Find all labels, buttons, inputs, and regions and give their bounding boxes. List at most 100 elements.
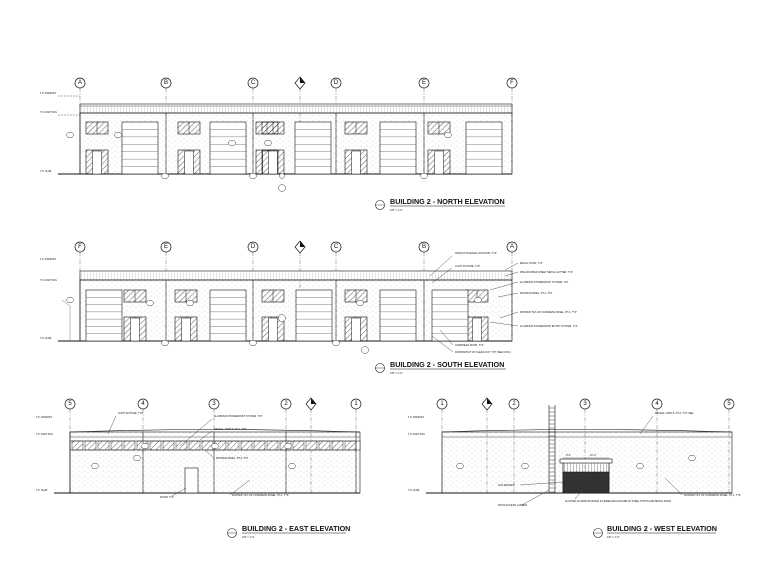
west-title-block: BUILDING 2 - WEST ELEVATION 1/8" = 1'-0"	[593, 524, 717, 539]
dim-2: 10'-0"	[590, 454, 596, 457]
level-parapet: T.O. PARAPET	[40, 92, 57, 95]
east-door	[184, 467, 199, 494]
grid-label: F	[510, 80, 514, 86]
material-tag	[473, 297, 483, 303]
note-light: LIGHT FIXTURE, TYP	[455, 265, 480, 268]
clerestory-window	[175, 440, 188, 451]
level-parapet: T.O. PARAPET	[40, 258, 57, 261]
clerestory-window	[71, 440, 84, 451]
material-tag	[331, 340, 341, 346]
level-parapet: T.O. PARAPET	[36, 416, 53, 419]
note-gutter: PRE-FINISHED SHEET METAL GUTTER, TYP	[520, 271, 573, 274]
material-tag	[145, 300, 155, 306]
note-coor: METAL COOR, TYP	[520, 262, 543, 265]
grid-bubble	[651, 398, 663, 410]
note-panel: PAINTED PANEL, PT-1, TYP	[520, 292, 553, 295]
grid-label: 4	[141, 401, 145, 407]
note-reveal: REVEAL JOINTS, PT-2, TYP	[214, 428, 247, 431]
material-tag	[287, 463, 297, 469]
level-slab: T.O. SLAB	[36, 489, 48, 492]
material-tag	[140, 443, 150, 449]
level-parapet: T.O. PARAPET	[408, 416, 425, 419]
south-title-block: BUILDING 2 - SOUTH ELEVATION 1/8" = 1'-0…	[375, 360, 506, 375]
overhead-door	[294, 121, 332, 175]
grid-label: 4	[655, 401, 659, 407]
level-slab: T.O. SLAB	[40, 337, 52, 340]
south-title: BUILDING 2 - SOUTH ELEVATION	[390, 360, 504, 369]
material-tag	[443, 132, 453, 138]
grid-label: A	[78, 80, 82, 86]
dim-1: 8'-0"	[566, 454, 571, 457]
note-signage: TENANT SIGNAGE LOCATION, TYP	[455, 252, 497, 255]
material-tag	[65, 132, 75, 138]
north-title-block: BUILDING 2 - NORTH ELEVATION 1/8" = 1'-0…	[375, 197, 505, 212]
grid-label: 2	[512, 401, 516, 407]
overhead-door	[295, 289, 333, 342]
grid-label: C	[334, 244, 339, 250]
clerestory-window	[227, 440, 240, 451]
grid-bubble	[160, 77, 172, 89]
overhead-door	[465, 121, 503, 175]
grid-bubble	[436, 398, 448, 410]
material-tag	[185, 300, 195, 306]
level-deck: T.O. DOFT BJG	[40, 111, 57, 114]
east-title: BUILDING 2 - EAST ELEVATION	[242, 524, 350, 533]
grid-label: E	[164, 244, 168, 250]
grid-label: 5	[727, 401, 731, 407]
material-tag	[90, 463, 100, 469]
grid-label: E	[422, 80, 426, 86]
overhead-door	[85, 289, 123, 342]
material-tag	[210, 443, 220, 449]
level-deck: T.O. DOFT BJG	[36, 433, 53, 436]
grid-bubble	[579, 398, 591, 410]
grid-bubble	[247, 241, 259, 253]
overhead-door	[379, 289, 417, 342]
grid-label: 1	[354, 401, 358, 407]
note-tiltup: PAINTED TILT-UP CONCRETE PANEL, PT-1, TY…	[684, 494, 741, 497]
grid-bubble	[280, 398, 292, 410]
note-door: DOOR, TYP	[160, 496, 174, 499]
clerestory-window	[188, 440, 201, 451]
note-storefront: ALUMINUM STOREFRONT SYSTEM, TYP	[520, 281, 569, 284]
grid-bubble	[506, 241, 518, 253]
clerestory-window	[123, 440, 136, 451]
grid-label: F	[78, 244, 82, 250]
grid-label: B	[164, 80, 168, 86]
note-reveal: REVEAL JOINTS, PT-2, TYP. SEE	[655, 412, 694, 415]
level-slab: T.O. SLAB	[40, 170, 52, 173]
grid-bubble	[330, 241, 342, 253]
grid-label: 3	[212, 401, 216, 407]
note-ladder: ROOF ACCESS LADDER	[498, 504, 527, 507]
material-tag	[113, 132, 123, 138]
grid-label: D	[334, 80, 339, 86]
material-tag	[283, 443, 293, 449]
grid-bubble	[330, 77, 342, 89]
clerestory-window	[240, 440, 253, 451]
clerestory-window	[253, 440, 266, 451]
material-tag	[355, 300, 365, 306]
grid-label: B	[422, 244, 426, 250]
material-tag	[263, 140, 273, 146]
note-entry: ALUMINUM STOREFRONT ENTRY SYSTEM, TYP	[520, 325, 578, 328]
level-deck: T.O. DOFT BJG	[40, 279, 57, 282]
note-gas: GAS METERS	[498, 484, 515, 487]
west-title: BUILDING 2 - WEST ELEVATION	[607, 524, 717, 533]
north-scale: 1/8" = 1'-0"	[390, 208, 403, 212]
grid-bubble	[418, 241, 430, 253]
grid-label: 1	[440, 401, 444, 407]
grid-bubble	[137, 398, 149, 410]
grid-label: A	[510, 244, 514, 250]
grid-bubble	[723, 398, 735, 410]
west-callouts: REVEAL JOINTS, PT-2, TYP. SEE GAS METERS…	[498, 412, 741, 507]
grid-bubble	[160, 241, 172, 253]
grid-bubble	[506, 77, 518, 89]
material-tag	[419, 173, 429, 179]
grid-bubble	[508, 398, 520, 410]
east-scale: 1/8" = 1'-0"	[242, 535, 255, 539]
grid-label: D	[251, 244, 256, 250]
south-scale: 1/8" = 1'-0"	[390, 371, 403, 375]
overhead-door	[121, 121, 159, 175]
